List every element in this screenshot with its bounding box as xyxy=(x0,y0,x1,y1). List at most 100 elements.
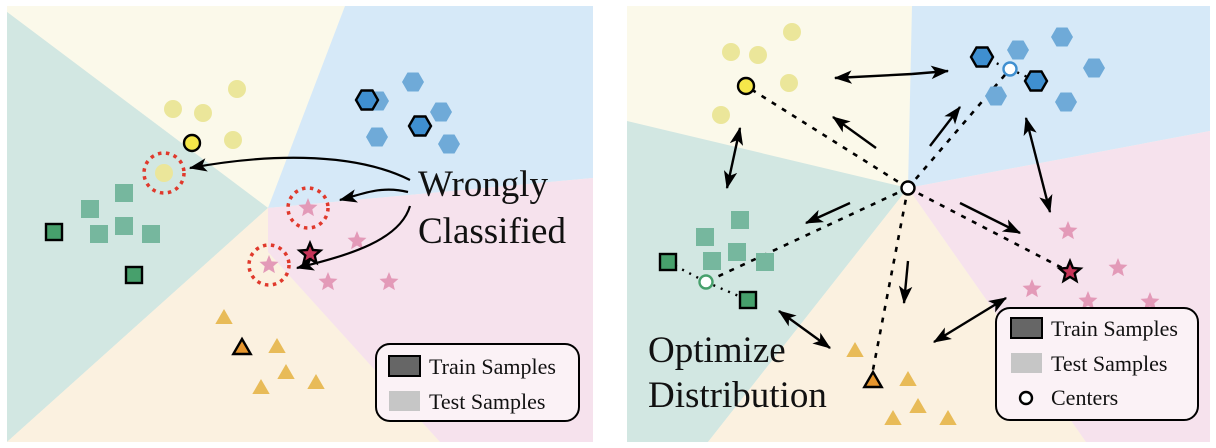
global-center xyxy=(900,180,916,196)
test-sample-square xyxy=(142,225,160,243)
legend-center-icon xyxy=(1018,390,1034,406)
push-arrow-pink xyxy=(959,201,1022,235)
arrow-to-misclassified-circle xyxy=(188,156,411,181)
distribution-label: Distribution xyxy=(648,375,827,416)
misclassified-star-bottom xyxy=(259,255,279,274)
push-arrow-green xyxy=(804,201,851,225)
wrongly-label: Wrongly xyxy=(418,164,549,205)
train-sample-hexagon xyxy=(969,46,995,68)
train-sample-square xyxy=(738,290,758,310)
right-legend: Train Samples Test Samples Centers xyxy=(995,307,1199,421)
test-sample-square xyxy=(731,211,749,229)
legend-test-label: Test Samples xyxy=(429,389,545,414)
test-sample-circle xyxy=(783,23,801,41)
test-sample-star xyxy=(1022,279,1042,298)
test-sample-star xyxy=(347,231,367,250)
train-sample-hexagon xyxy=(407,115,433,137)
sep-arrow-green-orange xyxy=(778,310,831,349)
test-sample-square xyxy=(696,228,714,246)
dotted-line-orange xyxy=(870,187,910,376)
test-sample-circle xyxy=(749,46,767,64)
test-sample-hexagon xyxy=(366,127,388,147)
left-misclassified-rings xyxy=(142,151,330,287)
test-sample-hexagon xyxy=(985,86,1007,106)
test-sample-square xyxy=(81,200,99,218)
push-arrow-yellow-1 xyxy=(833,70,913,84)
test-sample-triangle xyxy=(909,398,927,413)
test-sample-star xyxy=(318,272,338,291)
right-region-green-square xyxy=(627,121,908,442)
test-sample-star xyxy=(379,272,399,291)
test-sample-circle xyxy=(780,74,798,92)
test-sample-square xyxy=(115,184,133,202)
test-sample-square xyxy=(703,252,721,270)
legend-train-swatch xyxy=(1010,317,1043,339)
right-region-orange-triangle xyxy=(708,188,1086,442)
test-sample-hexagon xyxy=(438,134,460,154)
test-sample-hexagon xyxy=(430,102,452,122)
train-sample-hexagon xyxy=(354,89,380,111)
misclassified-ring xyxy=(247,243,291,287)
right-train-samples xyxy=(658,46,1084,389)
blue-center xyxy=(1002,61,1018,77)
dotted-line-green xyxy=(705,186,909,284)
train-sample-circle xyxy=(736,76,756,96)
push-arrow-orange xyxy=(898,260,913,305)
sep-arrow-yellow-green xyxy=(723,126,744,190)
dotted-line-blue xyxy=(907,68,1011,189)
push-arrows xyxy=(804,65,1022,305)
legend-test-label: Test Samples xyxy=(1051,351,1167,376)
train-sample-square xyxy=(658,252,678,272)
legend-centers-label: Centers xyxy=(1051,385,1118,410)
train-sample-circle xyxy=(182,133,202,153)
sep-arrow-orange-pink xyxy=(933,296,1007,344)
center-dotted-lines xyxy=(705,68,1071,376)
train-sample-square xyxy=(124,265,144,285)
push-arrow-yellow-2 xyxy=(832,116,877,149)
test-sample-square xyxy=(728,243,746,261)
separation-arrows xyxy=(723,116,1053,349)
test-sample-hexagon xyxy=(1007,40,1029,60)
test-sample-circle xyxy=(164,100,182,118)
arrow-to-misclassified-star-bottom xyxy=(295,205,412,271)
push-arrow-blue-2 xyxy=(929,106,961,147)
left-panel: Wrongly Classified Train Samples Test Sa… xyxy=(7,6,593,442)
legend-train-label: Train Samples xyxy=(429,354,556,379)
class-centers xyxy=(698,61,1018,290)
test-sample-circle xyxy=(722,43,740,61)
dotted-line-yellow xyxy=(745,84,909,190)
train-sample-hexagon xyxy=(1023,70,1049,92)
misclassified-star-top xyxy=(298,198,318,217)
train-sample-triangle xyxy=(231,336,253,356)
green-center xyxy=(698,274,714,290)
test-sample-star xyxy=(1058,221,1078,240)
test-sample-star xyxy=(1140,292,1160,311)
optimize-label: Optimize xyxy=(648,330,786,371)
test-sample-circle xyxy=(194,104,212,122)
test-sample-triangle xyxy=(252,379,270,394)
test-sample-triangle xyxy=(307,374,325,389)
left-regions xyxy=(7,6,593,442)
test-sample-square xyxy=(115,217,133,235)
sep-arrow-blue-pink xyxy=(1023,116,1053,214)
push-arrow-blue-1 xyxy=(911,65,950,80)
arrow-to-misclassified-star-top xyxy=(338,188,409,203)
test-sample-square xyxy=(90,225,108,243)
test-sample-triangle xyxy=(939,410,957,425)
test-sample-hexagon xyxy=(1051,27,1073,47)
legend-train-label: Train Samples xyxy=(1051,316,1178,341)
misclassified-ring xyxy=(142,151,186,195)
legend-test-swatch xyxy=(389,391,420,411)
test-sample-triangle xyxy=(884,410,902,425)
legend-box xyxy=(995,307,1199,421)
misclassified-ring xyxy=(286,186,330,230)
misclassified-circle xyxy=(155,164,173,182)
test-sample-circle xyxy=(224,131,242,149)
test-sample-triangle xyxy=(215,309,233,324)
test-sample-triangle xyxy=(277,364,295,379)
test-sample-circle xyxy=(228,80,246,98)
classified-label: Classified xyxy=(418,211,566,252)
test-sample-hexagon xyxy=(1083,58,1105,78)
test-sample-circle xyxy=(712,106,730,124)
